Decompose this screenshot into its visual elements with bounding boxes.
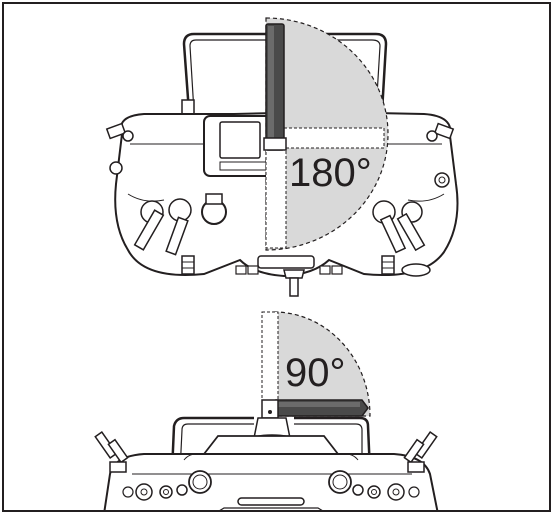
screen-top: [219, 121, 261, 159]
left-knobs-bottom: [122, 470, 212, 501]
right-switch-top: [426, 122, 455, 188]
bottom-transmitter-group: 90°: [94, 311, 439, 510]
sweep-sector-90: [273, 311, 371, 417]
left-switch-top: [105, 122, 134, 175]
angle-label-90: 90°: [285, 351, 346, 395]
antenna-rotation-diagram: 180° 90°: [94, 17, 459, 510]
antenna-ghost-down: [265, 145, 287, 249]
right-knobs-bottom: [328, 470, 420, 501]
top-transmitter-group: 180°: [105, 17, 459, 297]
right-controls-top: [372, 200, 431, 277]
carry-handle-bottom: [170, 416, 372, 473]
antenna-ghost-right: [283, 127, 385, 149]
right-switches-bottom: [403, 431, 438, 473]
front-slot-bottom: [237, 497, 305, 506]
angle-label-180: 180°: [289, 151, 372, 195]
antenna-ghost-up: [261, 311, 279, 405]
carry-handle-top: [182, 32, 388, 113]
left-controls-top: [133, 193, 227, 275]
left-switches-bottom: [94, 431, 129, 473]
diagram-frame: 180° 90°: [2, 2, 551, 512]
bottom-connectors-top: [235, 255, 343, 297]
